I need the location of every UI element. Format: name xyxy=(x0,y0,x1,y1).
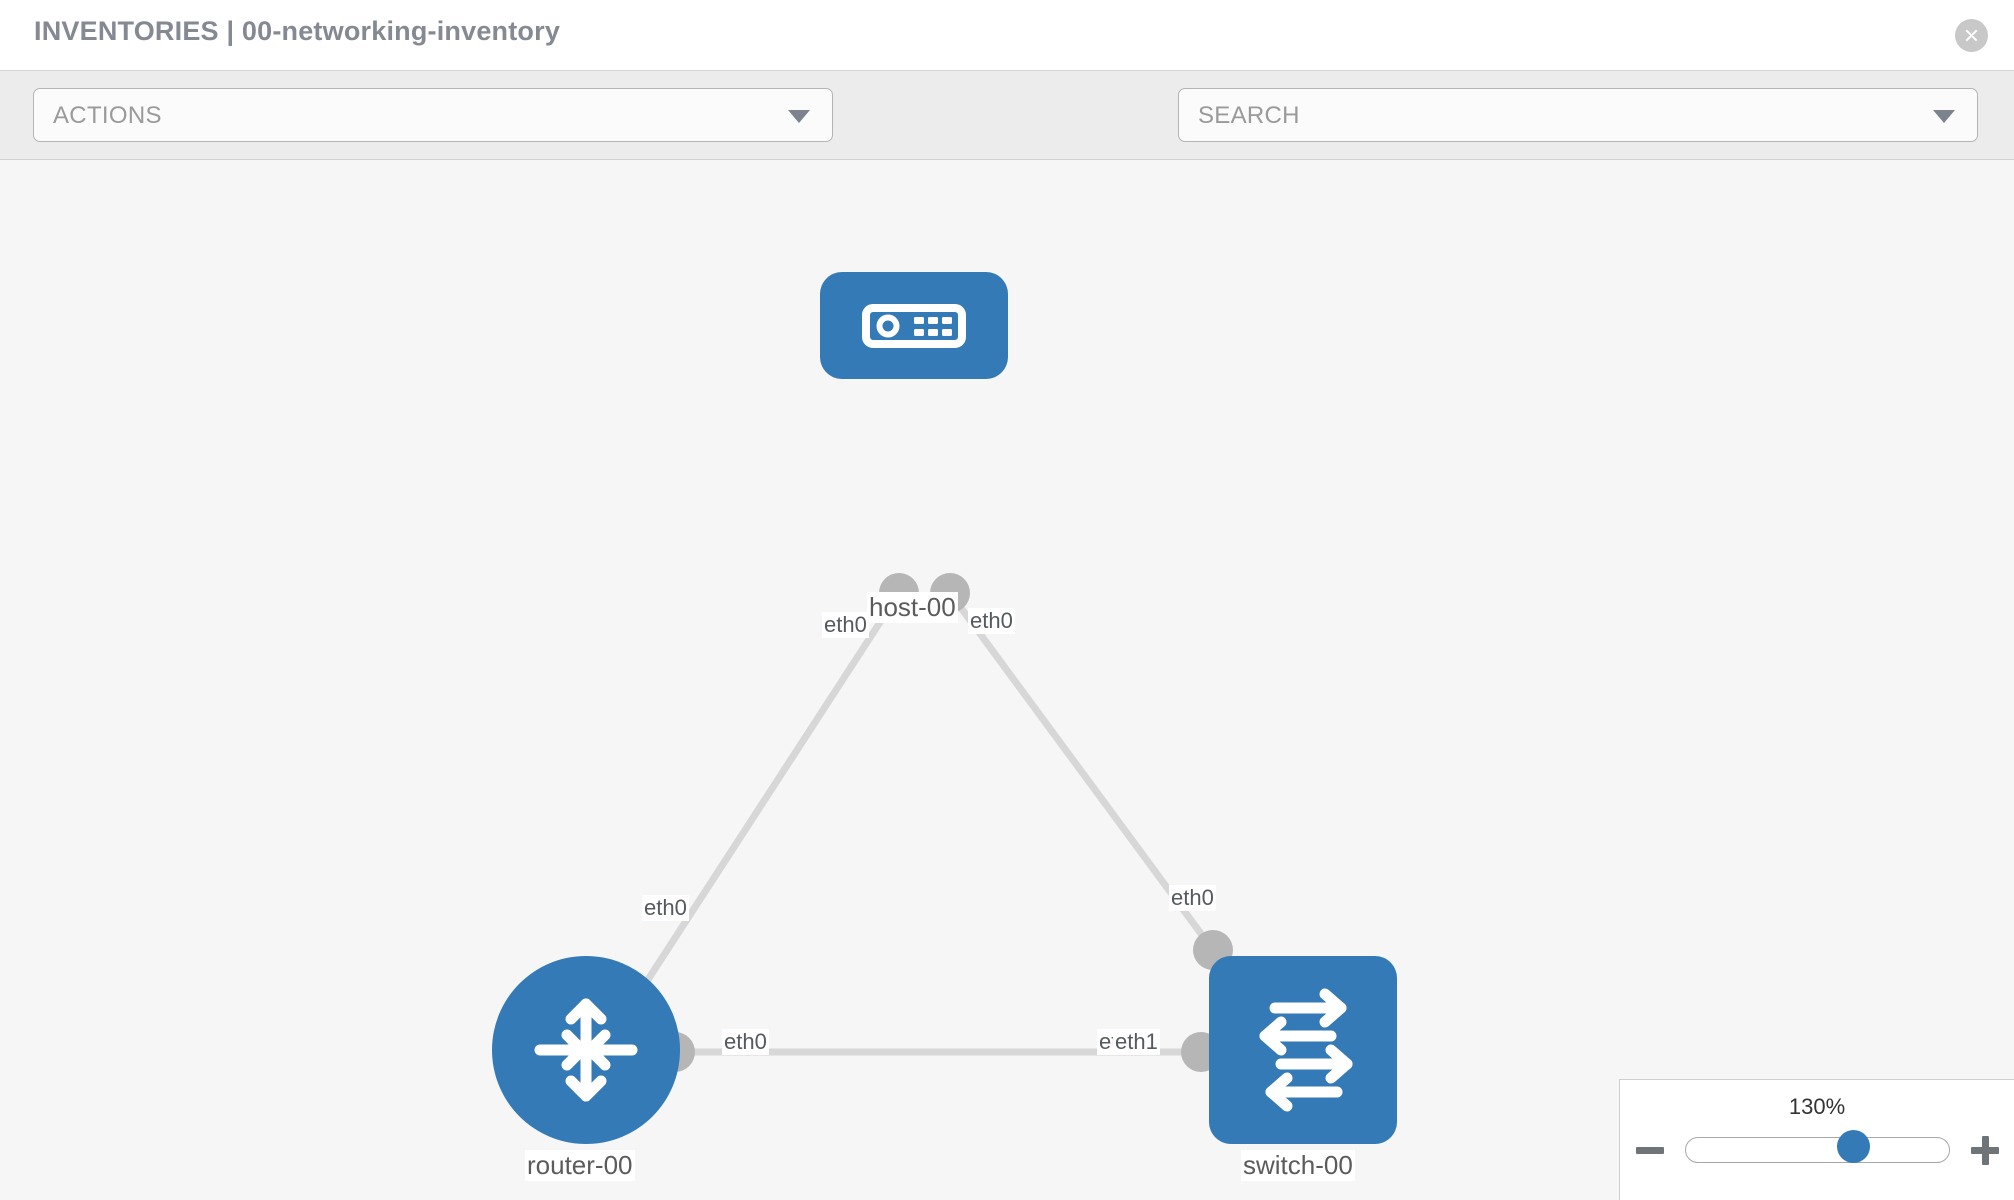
node-router-00-shape[interactable] xyxy=(492,956,680,1144)
edge-label-host-right: eth0 xyxy=(968,608,1015,634)
zoom-slider-thumb[interactable] xyxy=(1837,1130,1870,1163)
node-switch-00-label: switch-00 xyxy=(1241,1150,1355,1181)
page-title: INVENTORIES | 00-networking-inventory xyxy=(34,16,561,46)
zoom-slider[interactable] xyxy=(1685,1130,1950,1163)
toolbar: ACTIONS SEARCH xyxy=(0,70,2014,194)
actions-dropdown[interactable]: ACTIONS xyxy=(33,88,833,142)
zoom-out-button[interactable] xyxy=(1633,1133,1667,1167)
search-input[interactable]: SEARCH xyxy=(1178,88,1978,142)
edge-label-switch-left-eth1: eth1 xyxy=(1113,1029,1160,1055)
edge-label-switch-top: eth0 xyxy=(1169,885,1216,911)
node-switch-00[interactable] xyxy=(1209,956,1397,1144)
zoom-in-button[interactable] xyxy=(1968,1133,2002,1167)
close-icon[interactable] xyxy=(1955,19,1988,52)
page-header: INVENTORIES | 00-networking-inventory xyxy=(0,0,2014,70)
link-host-router xyxy=(621,589,903,1019)
node-host-00[interactable] xyxy=(820,272,1008,379)
zoom-control-row xyxy=(1620,1128,2014,1172)
topology-canvas[interactable]: host-00 xyxy=(0,160,2014,1200)
router-arrows-icon xyxy=(534,998,638,1102)
chevron-down-icon[interactable] xyxy=(1933,110,1955,123)
server-icon xyxy=(862,303,966,348)
edge-label-router-top: eth0 xyxy=(642,895,689,921)
search-placeholder: SEARCH xyxy=(1198,102,1300,129)
node-host-00-label: host-00 xyxy=(867,592,958,623)
actions-dropdown-label: ACTIONS xyxy=(53,102,162,129)
edge-label-router-right: eth0 xyxy=(722,1029,769,1055)
edge-label-host-left: eth0 xyxy=(822,612,869,638)
node-host-00-shape[interactable] xyxy=(820,272,1008,379)
node-router-00[interactable] xyxy=(492,956,680,1144)
node-switch-00-shape[interactable] xyxy=(1209,956,1397,1144)
zoom-control-panel: 130% xyxy=(1619,1079,2014,1200)
zoom-percent-label: 130% xyxy=(1788,1094,1846,1119)
chevron-down-icon xyxy=(788,110,810,123)
switch-arrows-icon xyxy=(1259,988,1353,1112)
node-router-00-label: router-00 xyxy=(525,1150,635,1181)
